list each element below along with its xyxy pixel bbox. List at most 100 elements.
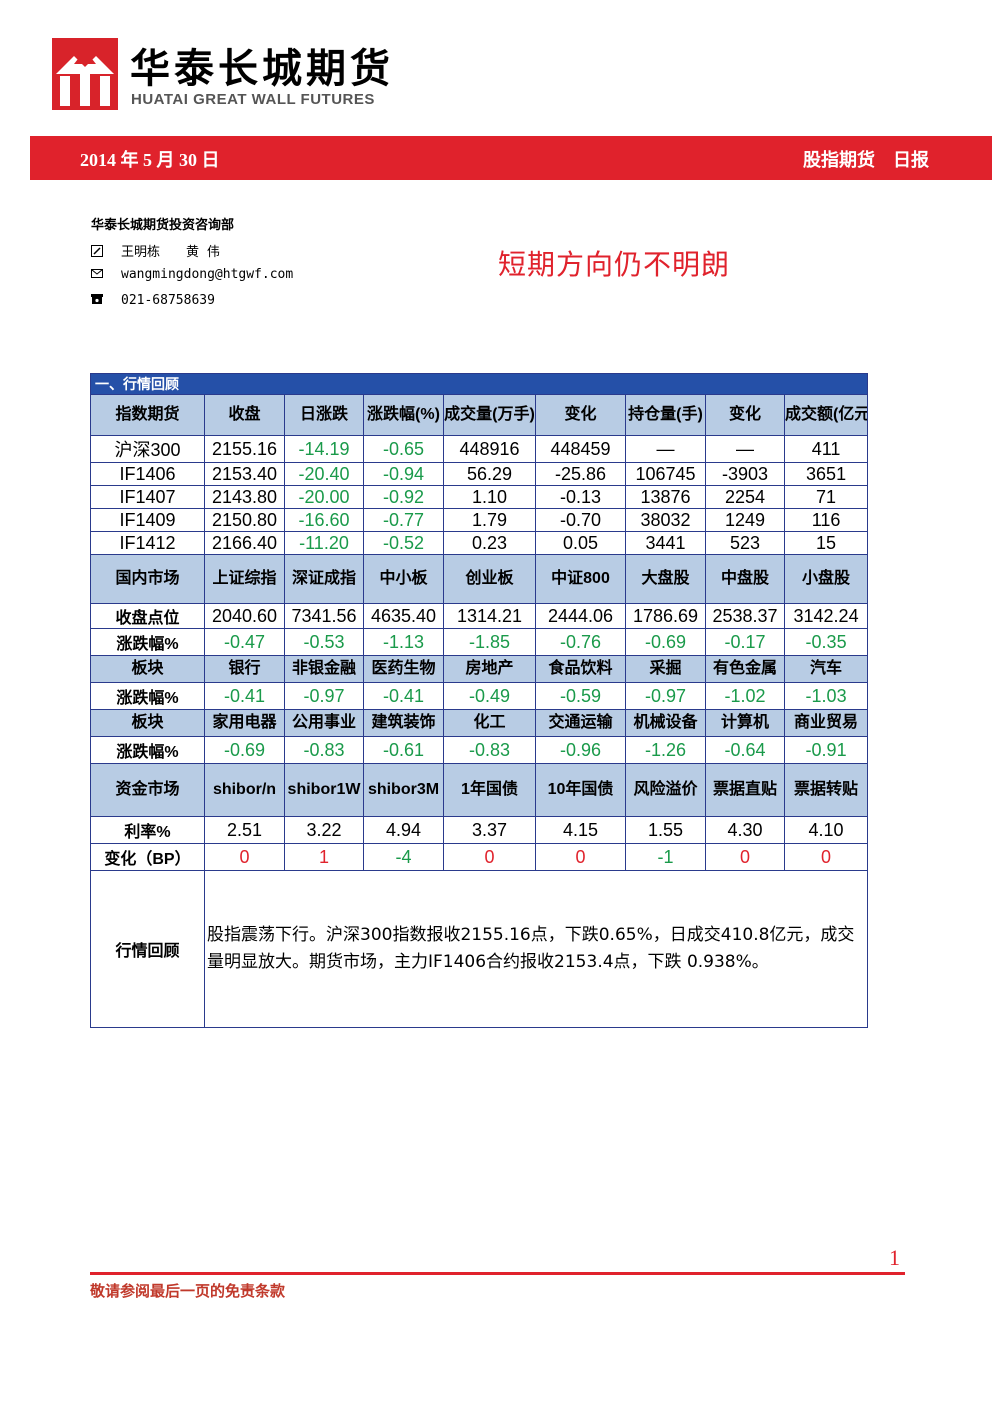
sector1-pct-cell: -0.41 xyxy=(204,682,285,710)
futures-cell-vol-chg: -0.70 xyxy=(535,508,626,532)
futures-cell-vol-chg: 0.05 xyxy=(535,531,626,555)
money-header-cell: shibor/n xyxy=(204,763,285,817)
sector1-cell: 有色金属 xyxy=(705,655,785,683)
rate-cell: 4.94 xyxy=(363,816,444,844)
bp-cell: 1 xyxy=(284,843,364,871)
author-names: 王明栋 黄 伟 xyxy=(121,245,220,260)
footer-disclaimer: 敬请参阅最后一页的免责条款 xyxy=(90,1282,286,1300)
futures-cell-vol: 0.23 xyxy=(443,531,536,555)
futures-cell-pct: -0.52 xyxy=(363,531,444,555)
domestic-close-cell: 2444.06 xyxy=(535,603,626,629)
futures-cell-chg: -14.19 xyxy=(284,435,364,463)
domestic-close-cell: 1314.21 xyxy=(443,603,536,629)
futures-cell-amt: 411 xyxy=(783,435,869,463)
bp-cell: 0 xyxy=(705,843,785,871)
rate-cell: 4.15 xyxy=(535,816,626,844)
brand-name-en: HUATAI GREAT WALL FUTURES xyxy=(131,91,375,108)
author-row: 王明栋 黄 伟 xyxy=(91,241,220,260)
bp-cell: 0 xyxy=(783,843,869,871)
futures-header-cell: 变化 xyxy=(535,394,626,436)
sector1-pct-cell: -0.49 xyxy=(443,682,536,710)
bp-cell: 0 xyxy=(204,843,285,871)
domestic-pct-cell: -0.76 xyxy=(535,628,626,656)
sector2-cell: 计算机 xyxy=(705,709,785,737)
sector1-pct-row: 涨跌幅%-0.41-0.97-0.41-0.49-0.59-0.97-1.02-… xyxy=(90,682,869,710)
review-row: 行情回顾 股指震荡下行。沪深300指数报收2155.16点，下跌0.65%，日成… xyxy=(90,870,869,1028)
domestic-header-cell: 上证综指 xyxy=(204,554,285,604)
futures-cell-chg: -20.00 xyxy=(284,485,364,509)
futures-cell-oi-chg: 2254 xyxy=(705,485,785,509)
futures-header-cell: 指数期货 xyxy=(90,394,205,436)
rate-cell: 3.37 xyxy=(443,816,536,844)
envelope-icon xyxy=(91,267,103,279)
futures-cell-vol: 448916 xyxy=(443,435,536,463)
sector2-header-row: 板块家用电器公用事业建筑装饰化工交通运输机械设备计算机商业贸易 xyxy=(90,709,869,737)
rate-cell: 4.30 xyxy=(705,816,785,844)
sector2-pct-cell: -0.83 xyxy=(284,736,364,764)
bp-cell: -4 xyxy=(363,843,444,871)
bp-label: 变化（BP） xyxy=(90,843,205,871)
author-email[interactable]: wangmingdong@htgwf.com xyxy=(121,267,294,282)
futures-cell-amt: 71 xyxy=(783,485,869,509)
report-date: 2014 年 5 月 30 日 xyxy=(80,150,220,170)
brand-logo-mark xyxy=(52,38,118,110)
rate-cell: 2.51 xyxy=(204,816,285,844)
futures-cell-oi-chg: — xyxy=(705,435,785,463)
money-header-cell: 1年国债 xyxy=(443,763,536,817)
domestic-pct-cell: -1.13 xyxy=(363,628,444,656)
sector1-cell: 非银金融 xyxy=(284,655,364,683)
sector2-pct-cell: -1.26 xyxy=(625,736,706,764)
sector2-cell: 交通运输 xyxy=(535,709,626,737)
bp-cell: -1 xyxy=(625,843,706,871)
domestic-close-label: 收盘点位 xyxy=(90,603,205,629)
email-row: wangmingdong@htgwf.com xyxy=(91,267,293,282)
domestic-header-cell: 中证800 xyxy=(535,554,626,604)
futures-cell-oi: 13876 xyxy=(625,485,706,509)
domestic-header-cell: 创业板 xyxy=(443,554,536,604)
futures-cell-name: IF1412 xyxy=(90,531,205,555)
page-number: 1 xyxy=(889,1245,900,1270)
futures-cell-vol-chg: -25.86 xyxy=(535,462,626,486)
futures-cell-pct: -0.92 xyxy=(363,485,444,509)
domestic-close-cell: 1786.69 xyxy=(625,603,706,629)
futures-cell-close: 2153.40 xyxy=(204,462,285,486)
sector1-pct-label: 涨跌幅% xyxy=(90,682,205,710)
sector1-pct-cell: -1.03 xyxy=(783,682,869,710)
rate-cell: 1.55 xyxy=(625,816,706,844)
futures-cell-name: IF1406 xyxy=(90,462,205,486)
sector1-pct-cell: -0.59 xyxy=(535,682,626,710)
report-headline: 短期方向仍不明朗 xyxy=(498,248,731,281)
phone-icon xyxy=(91,293,103,305)
rate-cell: 4.10 xyxy=(783,816,869,844)
domestic-pct-cell: -0.53 xyxy=(284,628,364,656)
sector1-label: 板块 xyxy=(90,655,205,683)
domestic-pct-row: 涨跌幅%-0.47-0.53-1.13-1.85-0.76-0.69-0.17-… xyxy=(90,628,869,656)
futures-header-cell: 收盘 xyxy=(204,394,285,436)
futures-cell-chg: -11.20 xyxy=(284,531,364,555)
review-label: 行情回顾 xyxy=(90,870,205,1028)
futures-cell-chg: -20.40 xyxy=(284,462,364,486)
money-header-cell: shibor3M xyxy=(363,763,444,817)
futures-cell-name: IF1407 xyxy=(90,485,205,509)
sector2-cell: 建筑装饰 xyxy=(363,709,444,737)
sector2-cell: 公用事业 xyxy=(284,709,364,737)
money-header-cell: 票据直贴 xyxy=(705,763,785,817)
futures-cell-vol-chg: -0.13 xyxy=(535,485,626,509)
sector2-pct-label: 涨跌幅% xyxy=(90,736,205,764)
futures-cell-pct: -0.94 xyxy=(363,462,444,486)
domestic-pct-cell: -0.35 xyxy=(783,628,869,656)
sector2-pct-cell: -0.61 xyxy=(363,736,444,764)
sector2-pct-row: 涨跌幅%-0.69-0.83-0.61-0.83-0.96-1.26-0.64-… xyxy=(90,736,869,764)
futures-header-cell: 涨跌幅(%) xyxy=(363,394,444,436)
review-text: 股指震荡下行。沪深300指数报收2155.16点，下跌0.65%，日成交410.… xyxy=(203,870,869,1028)
money-header-cell: 资金市场 xyxy=(90,763,205,817)
futures-header-cell: 持仓量(手) xyxy=(625,394,706,436)
futures-header-cell: 成交量(万手) xyxy=(443,394,536,436)
domestic-header-cell: 小盘股 xyxy=(783,554,869,604)
